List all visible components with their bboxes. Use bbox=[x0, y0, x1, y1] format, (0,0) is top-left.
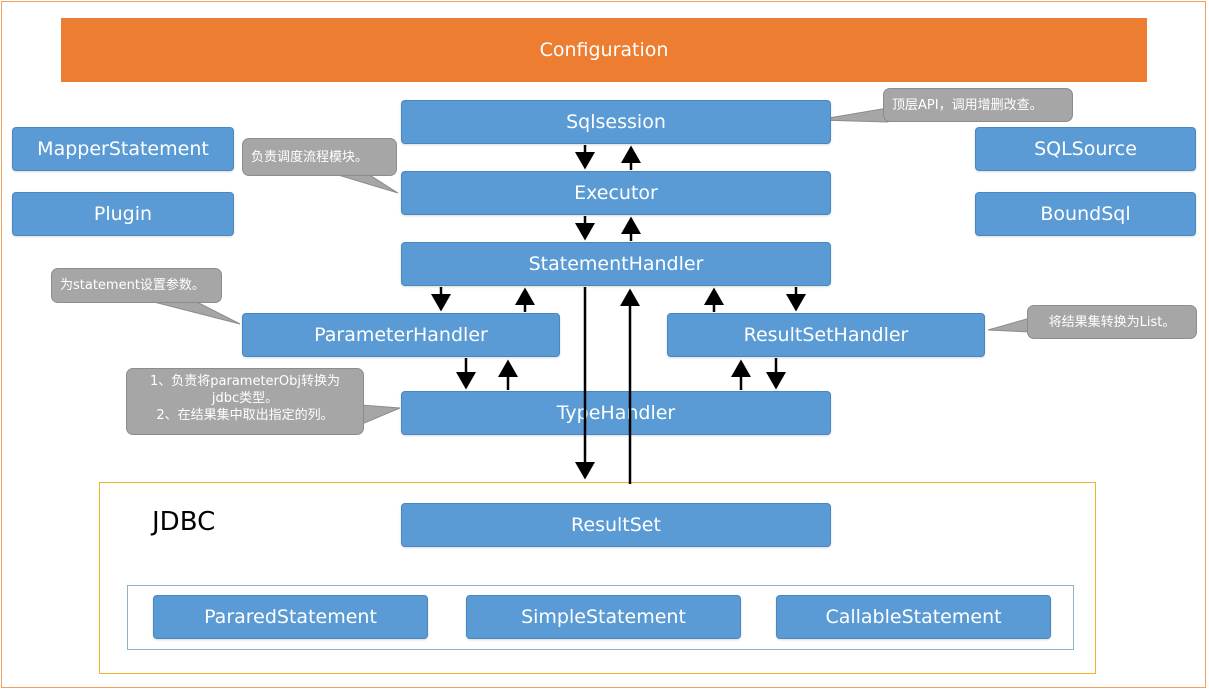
type-handler-callout-line2: 2、在结果集中取出指定的列。 bbox=[156, 408, 334, 423]
parameter-handler-box: ParameterHandler bbox=[242, 313, 560, 357]
type-handler-callout-line1: 1、负责将parameterObj转换为 bbox=[150, 374, 340, 389]
executor-callout: 负责调度流程模块。 bbox=[242, 138, 397, 176]
type-handler-box: TypeHandler bbox=[401, 391, 831, 435]
type-handler-callout: 1、负责将parameterObj转换为 jdbc类型。 2、在结果集中取出指定… bbox=[126, 368, 364, 435]
jdbc-label: JDBC bbox=[152, 507, 216, 537]
statement-handler-box: StatementHandler bbox=[401, 242, 831, 286]
callable-statement-box: CallableStatement bbox=[776, 595, 1051, 639]
sqlsession-box: Sqlsession bbox=[401, 100, 831, 144]
mapper-statement-box: MapperStatement bbox=[12, 127, 234, 171]
statements-frame bbox=[127, 585, 1074, 650]
result-set-handler-callout: 将结果集转换为List。 bbox=[1027, 305, 1197, 339]
simple-statement-box: SimpleStatement bbox=[466, 595, 741, 639]
type-handler-callout-line1b: jdbc类型。 bbox=[211, 391, 279, 406]
plugin-box: Plugin bbox=[12, 192, 234, 236]
configuration-box: Configuration bbox=[61, 18, 1147, 82]
sqlsession-callout: 顶层API，调用增删改查。 bbox=[883, 88, 1073, 122]
parared-statement-box: PararedStatement bbox=[153, 595, 428, 639]
result-set-handler-box: ResultSetHandler bbox=[667, 313, 985, 357]
sql-source-box: SQLSource bbox=[975, 127, 1196, 171]
jdbc-frame bbox=[99, 482, 1096, 674]
parameter-handler-callout: 为statement设置参数。 bbox=[51, 268, 222, 303]
executor-box: Executor bbox=[401, 171, 831, 215]
bound-sql-box: BoundSql bbox=[975, 192, 1196, 236]
result-set-box: ResultSet bbox=[401, 503, 831, 547]
